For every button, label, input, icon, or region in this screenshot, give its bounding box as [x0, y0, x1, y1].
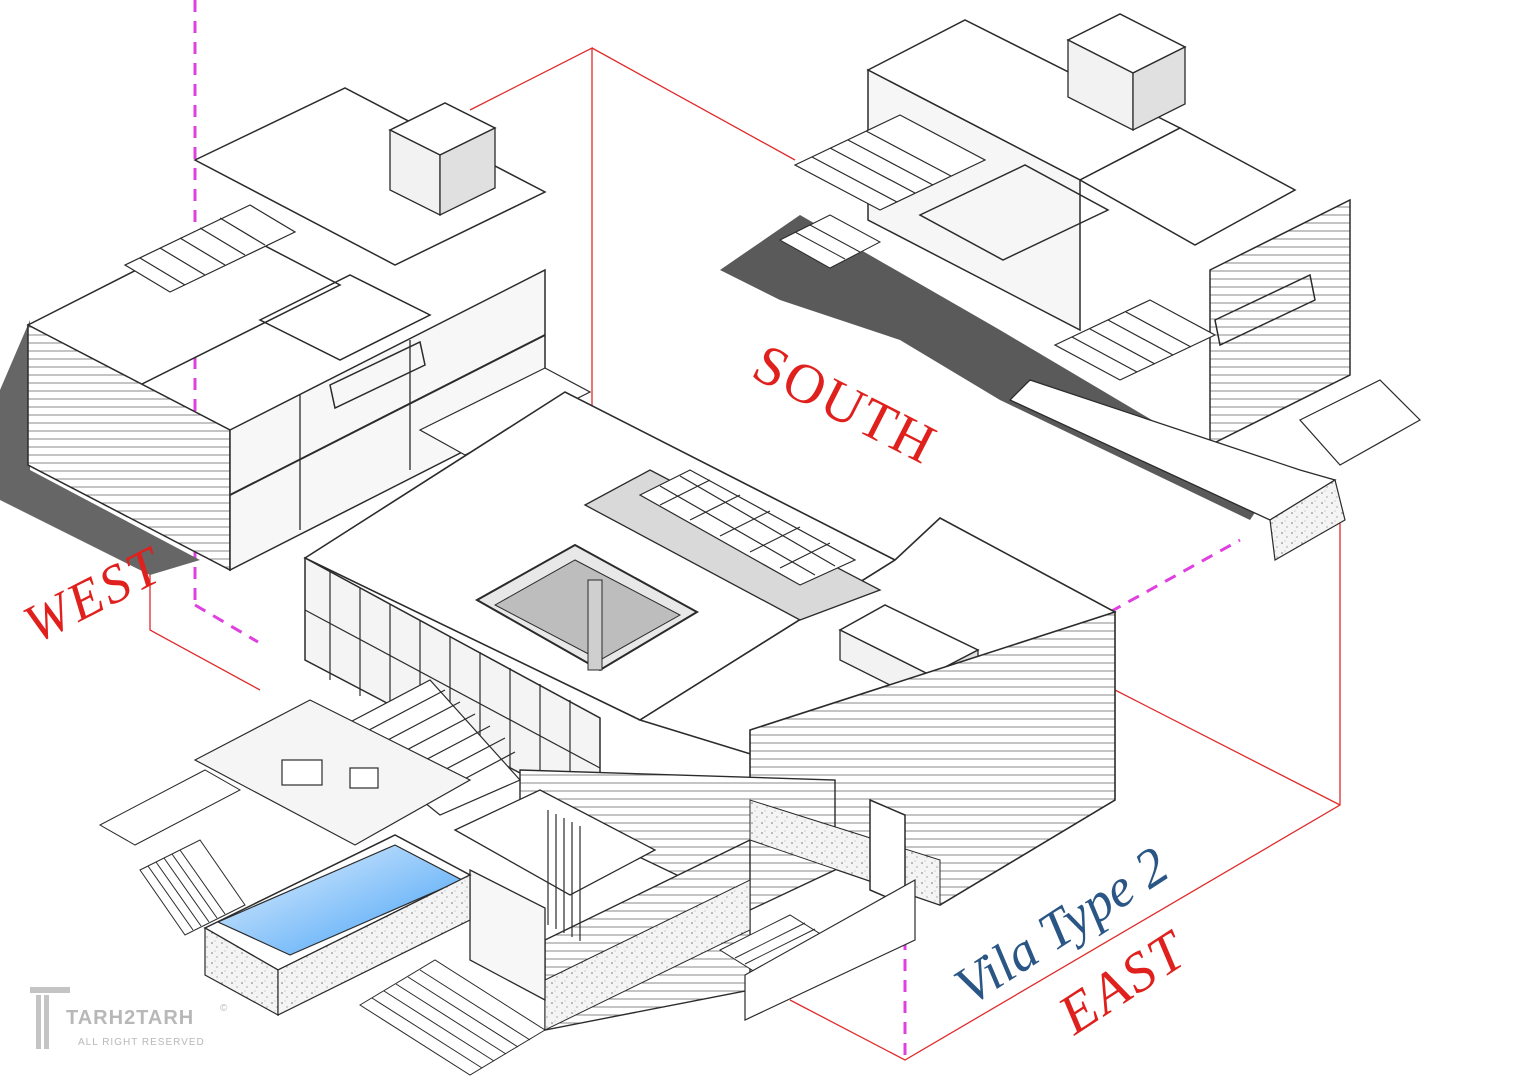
south-elevation-model — [720, 13, 1421, 561]
logo-t-mark-icon — [30, 987, 70, 1049]
logo-rights-text: ALL RIGHT RESERVED — [78, 1037, 205, 1048]
logo-brand-text: TARH2TARH — [66, 1007, 195, 1029]
tarh2tarh-logo: TARH2TARH © ALL RIGHT RESERVED — [30, 985, 240, 1055]
east-elevation-model — [98, 391, 1117, 1076]
logo-copyright-mark: © — [220, 1003, 228, 1014]
west-elevation-model — [0, 87, 592, 575]
